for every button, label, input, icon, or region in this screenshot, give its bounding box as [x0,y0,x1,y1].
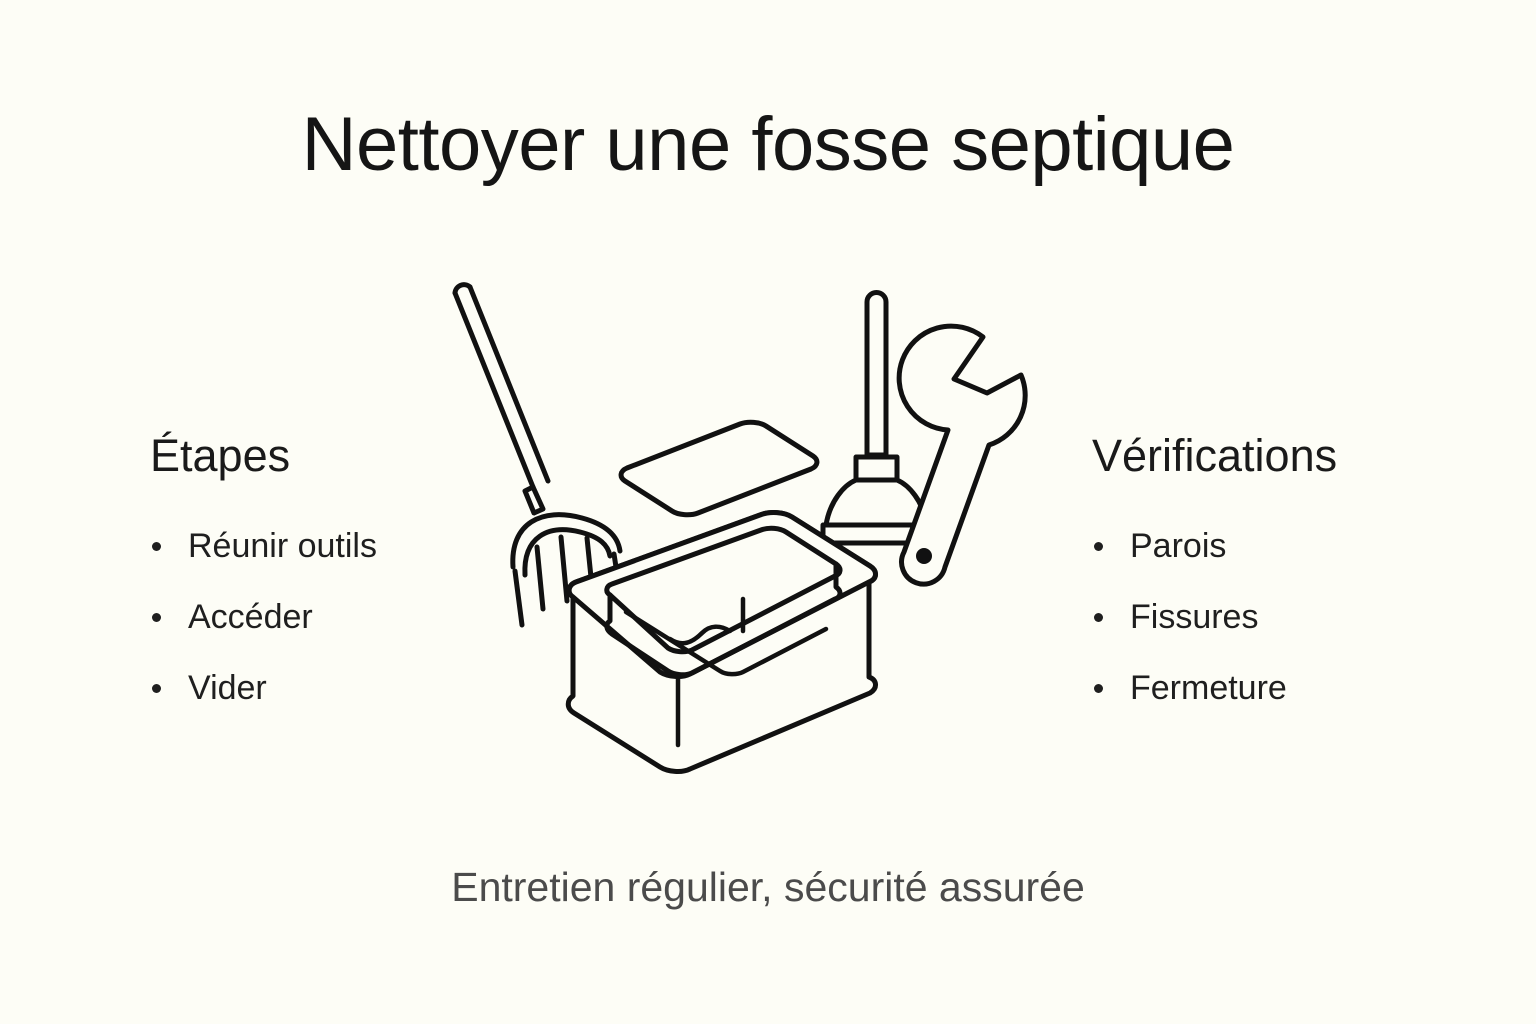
list-item: Vider [150,667,490,709]
list-item-label: Fissures [1130,598,1259,636]
bullet-dot-icon [1094,613,1103,622]
steps-column: Étapes Réunir outils Accéder Vider [150,428,490,738]
list-item-label: Accéder [188,598,313,636]
list-item: Réunir outils [150,525,490,567]
list-item: Fissures [1092,596,1492,638]
list-item: Accéder [150,596,490,638]
list-item-label: Fermeture [1130,669,1287,707]
list-item-label: Parois [1130,527,1227,565]
list-item: Fermeture [1092,667,1492,709]
bullet-dot-icon [152,542,161,551]
septic-tank-illustration [430,275,1050,805]
bullet-dot-icon [152,684,161,693]
list-item-label: Vider [188,669,267,707]
page-title: Nettoyer une fosse septique [301,102,1235,187]
steps-list: Réunir outils Accéder Vider [150,525,490,709]
bullet-dot-icon [1094,542,1103,551]
list-item-label: Réunir outils [188,527,377,565]
tank-lid-icon [618,419,820,518]
checks-list: Parois Fissures Fermeture [1092,525,1492,709]
bullet-dot-icon [152,613,161,622]
wrench-icon [896,323,1028,587]
septic-tank-icon [565,510,878,774]
checks-heading: Vérifications [1092,430,1338,481]
list-item: Parois [1092,525,1492,567]
steps-heading: Étapes [150,430,291,481]
checks-column: Vérifications Parois Fissures Fermeture [1092,428,1492,738]
footer-caption: Entretien régulier, sécurité assurée [451,864,1085,910]
bullet-dot-icon [1094,684,1103,693]
